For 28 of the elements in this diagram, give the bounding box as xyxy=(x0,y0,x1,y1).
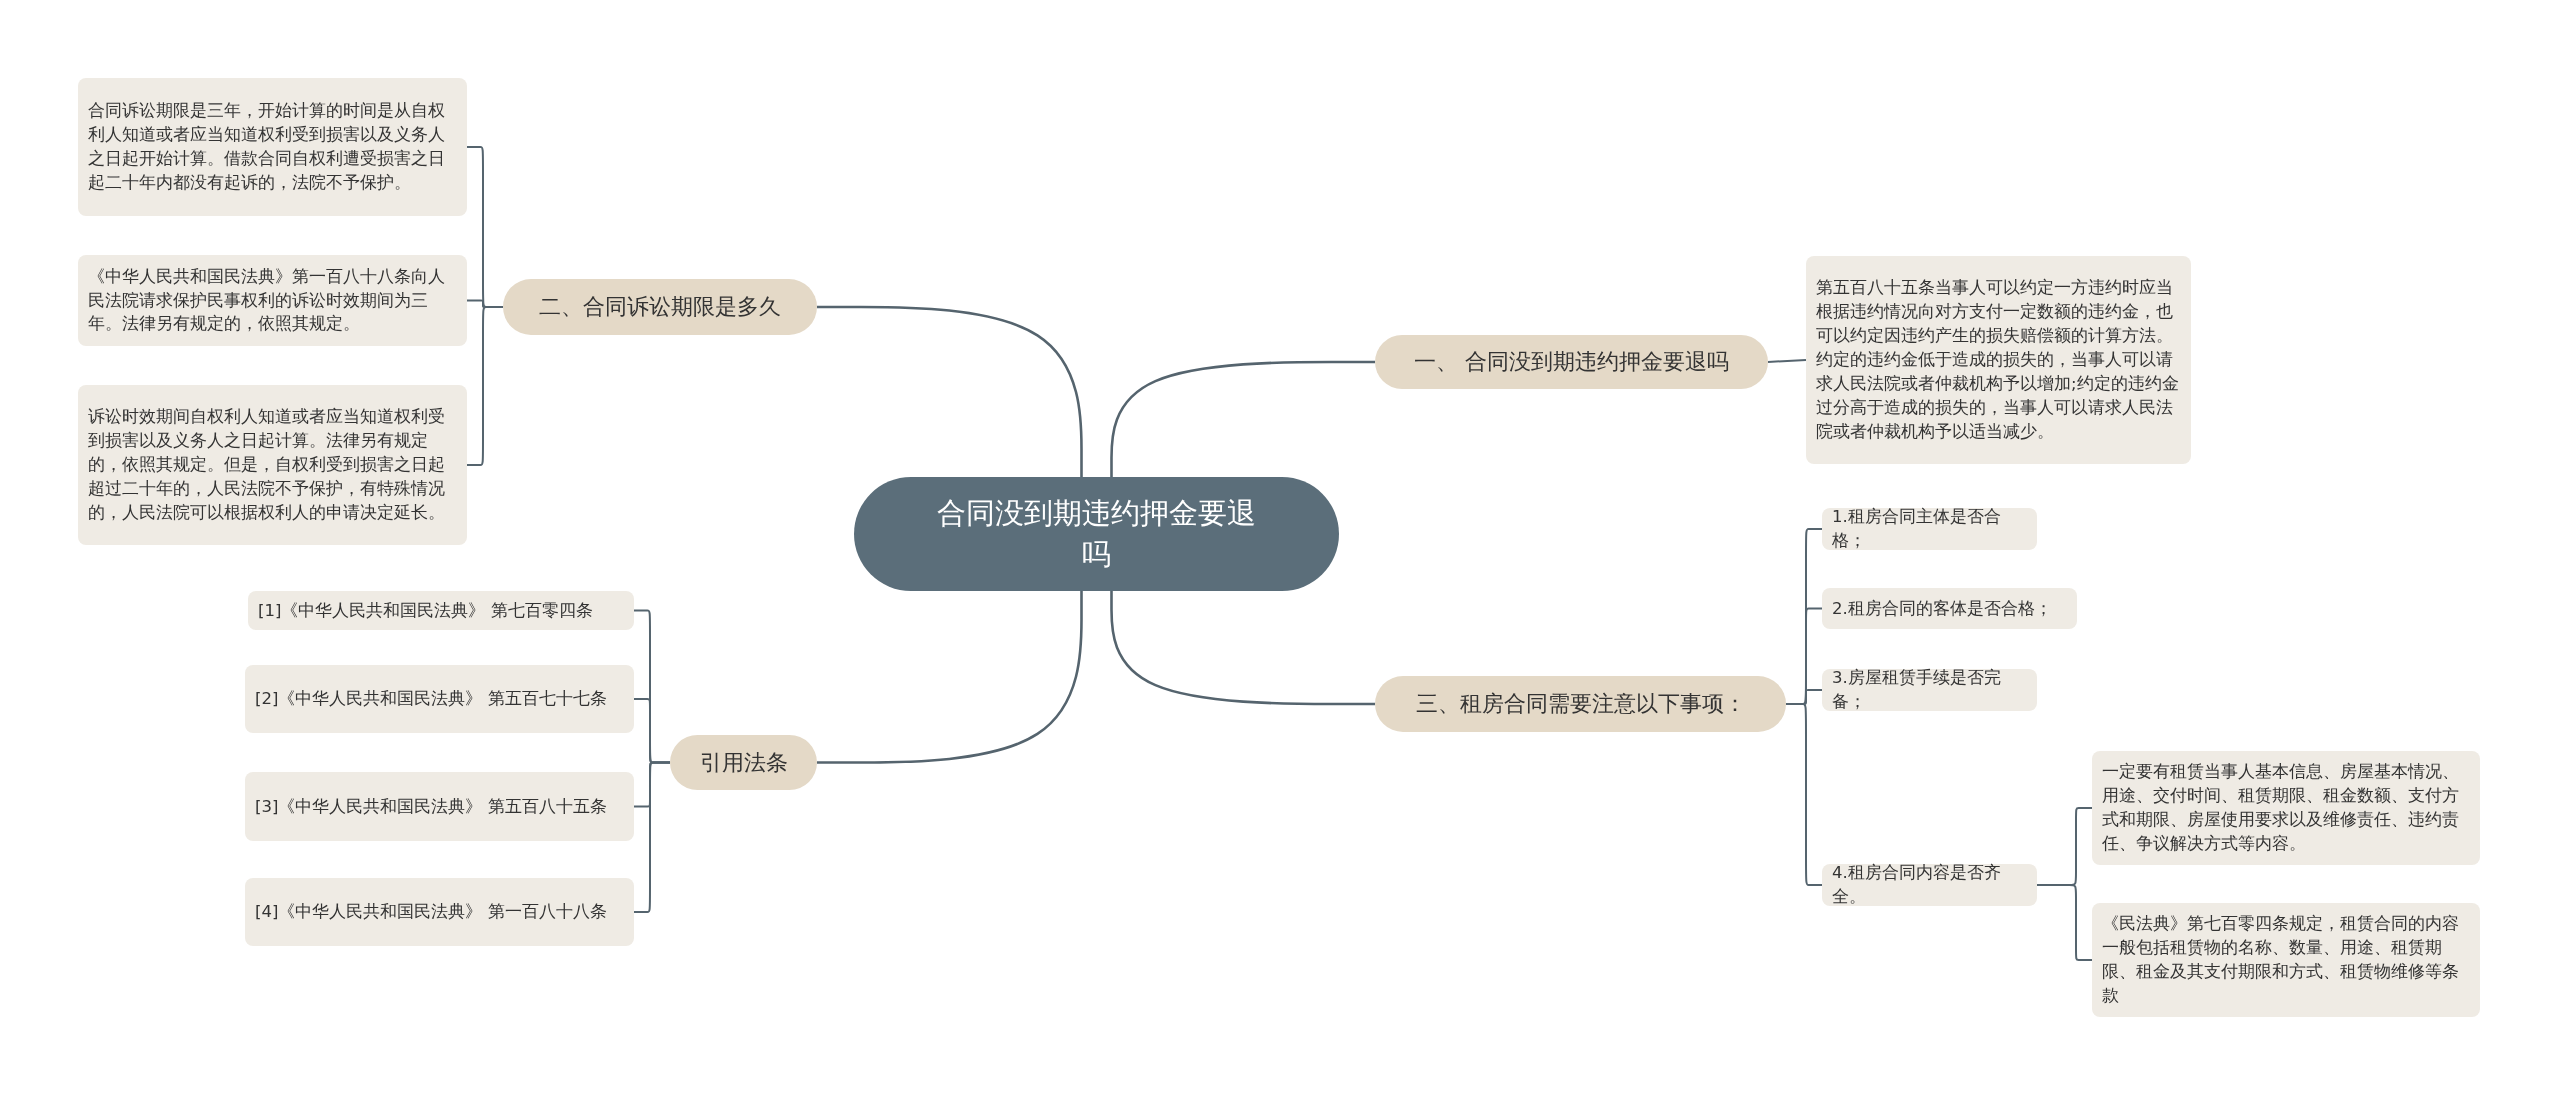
connector xyxy=(1110,591,1375,706)
branch-topic: 二、合同诉讼期限是多久 xyxy=(503,279,817,335)
note-card: [4]《中华人民共和国民法典》 第一百八十八条 xyxy=(245,878,634,946)
note-card: 诉讼时效期间自权利人知道或者应当知道权利受到损害以及义务人之日起计算。法律另有规定的，依照其规定。但是，自权利受到损害之日起超过二十年的，人民法院不予保护，有特殊情况的，人民法院可以根据权利人的申请决定延长。 xyxy=(78,385,467,545)
note-card: 合同诉讼期限是三年，开始计算的时间是从自权利人知道或者应当知道权利受到损害以及义务人之日起开始计算。借款合同自权利遭受损害之日起二十年内都没有起诉的，法院不予保护。 xyxy=(78,78,467,216)
note-card: 1.租房合同主体是否合格； xyxy=(1822,508,2037,550)
note-card: 《中华人民共和国民法典》第一百八十八条向人民法院请求保护民事权利的诉讼时效期间为三年。法律另有规定的，依照其规定。 xyxy=(78,255,467,346)
note-card: 2.租房合同的客体是否合格； xyxy=(1822,588,2077,629)
branch-topic: 一、 合同没到期违约押金要退吗 xyxy=(1375,335,1768,389)
connector xyxy=(466,306,504,466)
central-topic: 合同没到期违约押金要退吗 xyxy=(854,477,1339,591)
note-card: [1]《中华人民共和国民法典》 第七百零四条 xyxy=(248,591,634,630)
connector xyxy=(817,305,1083,477)
connector xyxy=(1767,359,1807,363)
note-card: 第五百八十五条当事人可以约定一方违约时应当根据违约情况向对方支付一定数额的违约金，也可以约定因违约产生的损失赔偿额的计算方法。约定的违约金低于造成的损失的，当事人可以请求人民法院或者仲裁机构予以增加;约定的违约金过分高于造成的损失的，当事人可以请求人民法院或者仲裁机构予以适当减少。 xyxy=(1806,256,2191,464)
note-card: 4.租房合同内容是否齐全。 xyxy=(1822,864,2037,906)
note-card: [2]《中华人民共和国民法典》 第五百七十七条 xyxy=(245,665,634,733)
connector xyxy=(1110,360,1375,477)
connector xyxy=(633,761,671,913)
note-card: [3]《中华人民共和国民法典》 第五百八十五条 xyxy=(245,772,634,841)
connector xyxy=(817,591,1083,764)
note-card: 一定要有租赁当事人基本信息、房屋基本情况、用途、交付时间、租赁期限、租金数额、支付方式和期限、房屋使用要求以及维修责任、违约责任、争议解决方式等内容。 xyxy=(2092,751,2480,865)
connector xyxy=(2036,884,2093,961)
branch-topic: 三、租房合同需要注意以下事项： xyxy=(1375,676,1786,732)
note-card: 《民法典》第七百零四条规定，租赁合同的内容一般包括租赁物的名称、数量、用途、租赁期限、租金及其支付期限和方式、租赁物维修等条款 xyxy=(2092,903,2480,1017)
connector xyxy=(1785,703,1823,886)
branch-topic: 引用法条 xyxy=(670,735,817,790)
note-card: 3.房屋租赁手续是否完备； xyxy=(1822,669,2037,711)
